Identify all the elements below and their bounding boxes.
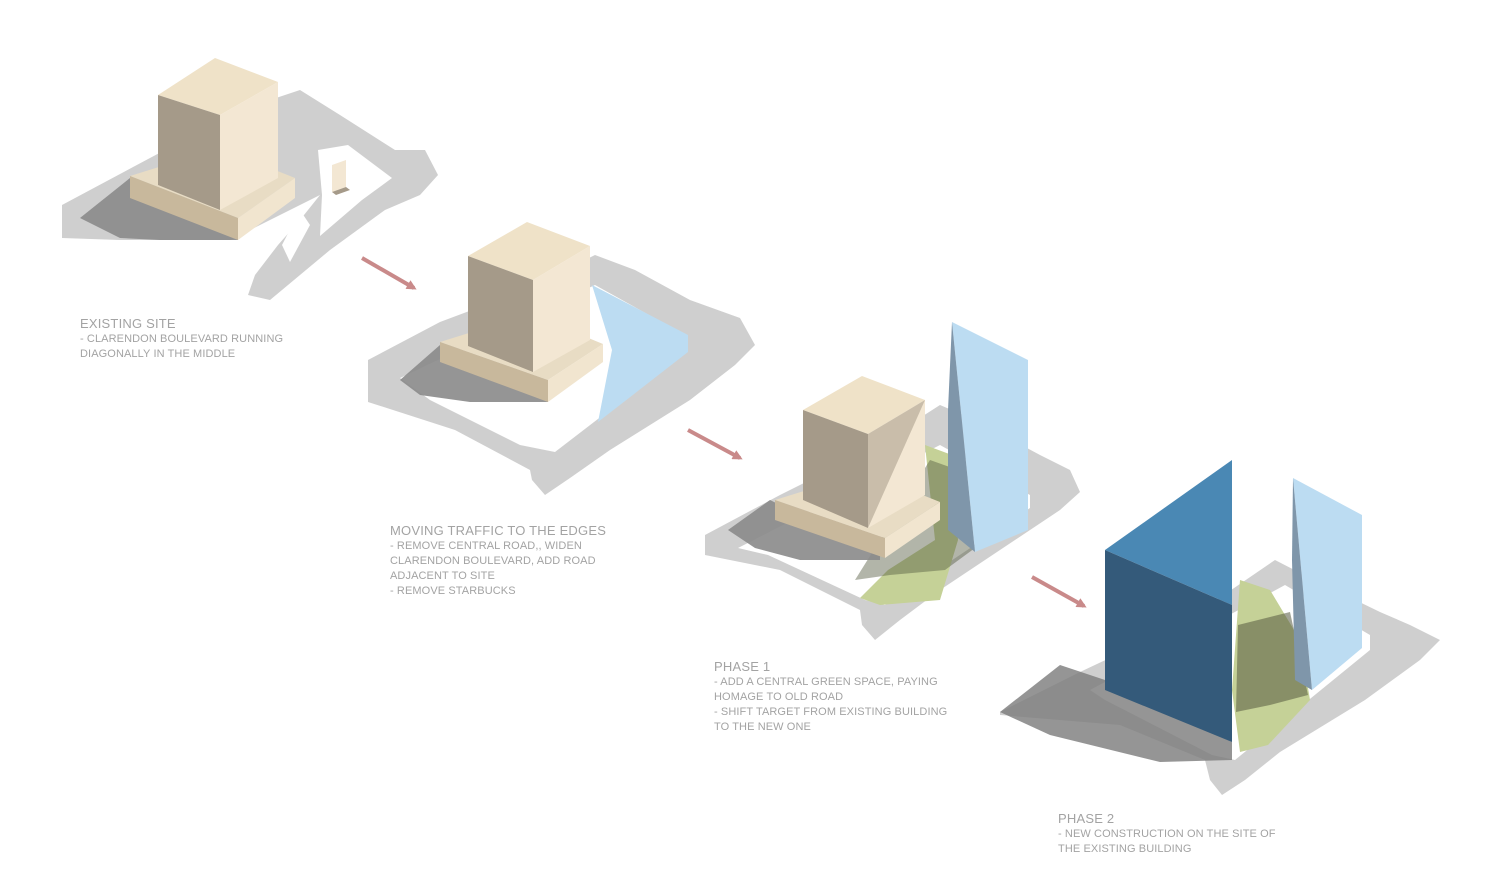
caption-line: - REMOVE STARBUCKS xyxy=(390,585,516,597)
new-tower xyxy=(1292,478,1362,690)
caption-line: - CLARENDON BOULEVARD RUNNING xyxy=(80,333,284,345)
existing-tower xyxy=(468,222,590,372)
caption-line: - REMOVE CENTRAL ROAD,, WIDEN xyxy=(390,540,582,552)
blue-plaza xyxy=(592,285,688,422)
caption-moving-traffic: MOVING TRAFFIC TO THE EDGES - REMOVE CEN… xyxy=(390,523,630,599)
caption-phase-2: PHASE 2 - NEW CONSTRUCTION ON THE SITE O… xyxy=(1058,811,1298,857)
arrow-3 xyxy=(1031,575,1087,608)
caption-title: PHASE 2 xyxy=(1058,811,1115,826)
caption-line: - ADD A CENTRAL GREEN SPACE, PAYING xyxy=(714,676,938,688)
caption-title: PHASE 1 xyxy=(714,659,771,674)
caption-line: DIAGONALLY IN THE MIDDLE xyxy=(80,348,236,360)
arrow-1 xyxy=(361,256,417,290)
caption-line: - NEW CONSTRUCTION ON THE SITE OF xyxy=(1058,828,1276,840)
existing-tower xyxy=(158,58,278,210)
triangular-island xyxy=(282,210,310,262)
starbucks-kiosk xyxy=(332,160,350,195)
caption-line: HOMAGE TO OLD ROAD xyxy=(714,691,844,703)
caption-line: THE EXISTING BUILDING xyxy=(1058,843,1192,855)
caption-existing-site: EXISTING SITE - CLARENDON BOULEVARD RUNN… xyxy=(80,316,320,362)
caption-line: TO THE NEW ONE xyxy=(714,721,811,733)
caption-title: MOVING TRAFFIC TO THE EDGES xyxy=(390,523,607,538)
caption-line: - SHIFT TARGET FROM EXISTING BUILDING xyxy=(714,706,948,718)
phase-2-tower xyxy=(1105,460,1232,742)
arrow-2 xyxy=(687,428,743,460)
caption-title: EXISTING SITE xyxy=(80,316,176,331)
caption-phase-1: PHASE 1 - ADD A CENTRAL GREEN SPACE, PAY… xyxy=(714,659,954,735)
stage-phase-2 xyxy=(1000,460,1440,795)
green-space xyxy=(860,445,958,605)
stage-moving-traffic xyxy=(368,222,755,495)
new-tower xyxy=(948,322,1028,552)
green-space-shadow xyxy=(1236,612,1308,712)
stage-phase-1 xyxy=(705,322,1080,640)
caption-line: ADJACENT TO SITE xyxy=(390,570,495,582)
stage-existing-site xyxy=(62,58,438,300)
existing-tower xyxy=(803,376,925,528)
building-shadow xyxy=(1000,665,1232,762)
caption-line: CLARENDON BOULEVARD, ADD ROAD xyxy=(390,555,596,567)
